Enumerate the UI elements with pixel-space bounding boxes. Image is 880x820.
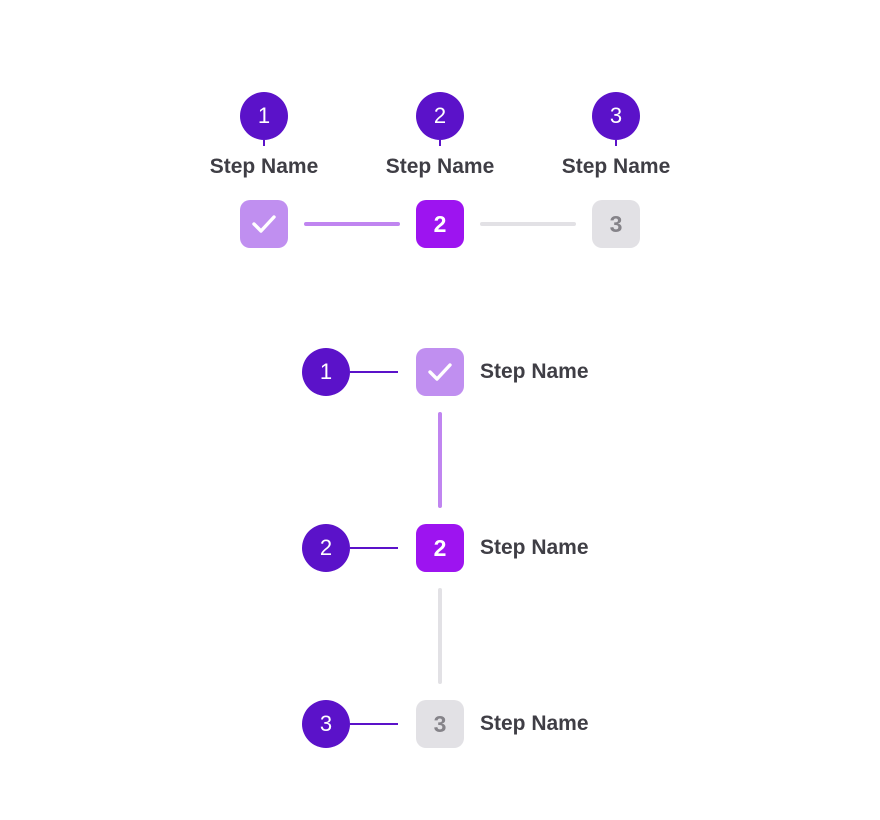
step-1-done[interactable] xyxy=(240,200,288,248)
check-icon xyxy=(252,215,276,233)
connector-done xyxy=(304,222,400,226)
annotation-marker-3: 3 xyxy=(302,700,350,748)
annotation-stem xyxy=(350,723,398,725)
annotation-stem xyxy=(263,140,265,146)
annotation-marker-2: 2 xyxy=(416,92,464,140)
step-3-todo[interactable]: 3 xyxy=(592,200,640,248)
annotation-stem xyxy=(615,140,617,146)
step-3-label: Step Name xyxy=(561,155,671,178)
step-3-todo[interactable]: 3 xyxy=(416,700,464,748)
step-2-label: Step Name xyxy=(480,536,589,559)
step-1-label: Step Name xyxy=(480,360,589,383)
step-2-label: Step Name xyxy=(385,155,495,178)
connector-todo xyxy=(438,588,442,684)
annotation-stem xyxy=(350,547,398,549)
connector-todo xyxy=(480,222,576,226)
annotation-stem xyxy=(350,371,398,373)
step-3-label: Step Name xyxy=(480,712,589,735)
step-1-label: Step Name xyxy=(209,155,319,178)
step-1-done[interactable] xyxy=(416,348,464,396)
annotation-stem xyxy=(439,140,441,146)
annotation-marker-3: 3 xyxy=(592,92,640,140)
annotation-marker-2: 2 xyxy=(302,524,350,572)
step-2-active[interactable]: 2 xyxy=(416,200,464,248)
step-2-active[interactable]: 2 xyxy=(416,524,464,572)
connector-done xyxy=(438,412,442,508)
annotation-marker-1: 1 xyxy=(240,92,288,140)
annotation-marker-1: 1 xyxy=(302,348,350,396)
check-icon xyxy=(428,363,452,381)
